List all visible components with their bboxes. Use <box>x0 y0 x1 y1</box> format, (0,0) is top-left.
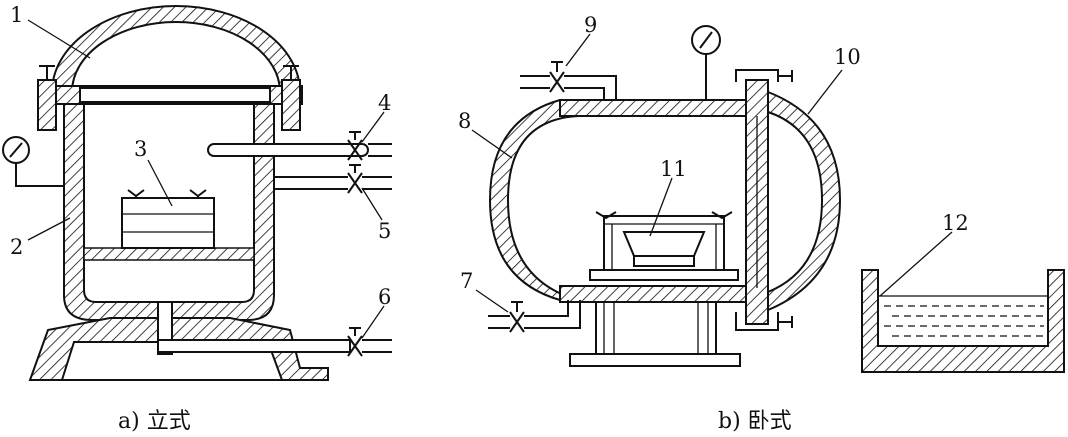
vertical-vessel <box>2 5 392 381</box>
pipe-5 <box>274 164 392 194</box>
door-clamp-top <box>735 69 793 82</box>
shell-bottom <box>559 285 751 303</box>
perforated-tray <box>83 247 255 261</box>
dome-lid <box>50 5 302 93</box>
caption-horizontal: b) 卧式 <box>718 409 792 434</box>
callout-8: 8 <box>458 109 471 133</box>
horizontal-vessel <box>471 25 843 367</box>
pressure-gauge-right <box>691 25 721 100</box>
pipe-7 <box>488 300 581 333</box>
clamp-bolt-left <box>37 65 57 131</box>
callout-6: 6 <box>378 285 391 309</box>
callout-12: 12 <box>942 211 969 235</box>
workpiece-3 <box>121 189 215 249</box>
callout-10: 10 <box>834 45 861 69</box>
pipe-4 <box>207 131 392 161</box>
callout-1: 1 <box>10 3 23 27</box>
callout-3: 3 <box>134 137 147 161</box>
caption-vertical: a) 立式 <box>118 409 191 434</box>
pipe-6 <box>157 301 392 357</box>
left-head-8 <box>488 98 581 301</box>
door-clamp-bottom <box>735 312 793 331</box>
horizontal-stand <box>569 301 741 367</box>
pressure-gauge-left <box>2 136 64 187</box>
clamp-bolt-right <box>281 65 301 131</box>
callout-7: 7 <box>460 269 473 293</box>
water-tank-12 <box>861 231 1065 373</box>
callout-5: 5 <box>378 219 391 243</box>
shell-top <box>559 99 751 117</box>
callout-11: 11 <box>660 157 687 181</box>
callout-2: 2 <box>10 235 23 259</box>
right-head-10 <box>767 90 842 312</box>
pipe-9 <box>520 61 617 100</box>
workpiece-11 <box>589 211 739 281</box>
callout-4: 4 <box>378 91 391 115</box>
callout-9: 9 <box>584 13 597 37</box>
